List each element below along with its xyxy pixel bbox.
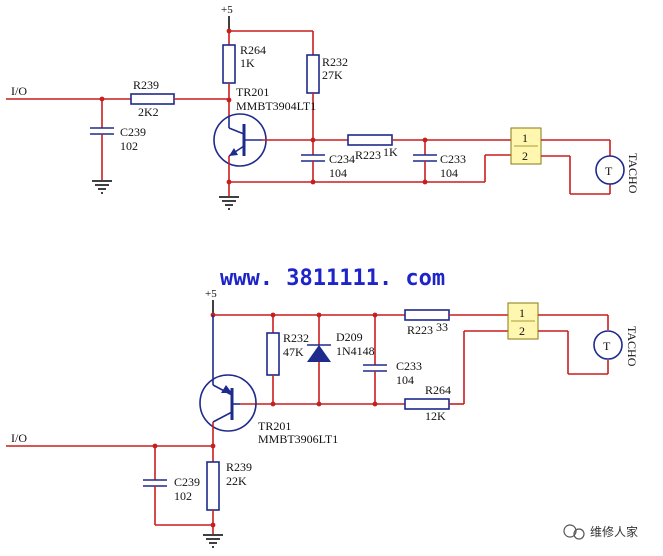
- chat-bubble-icon: [563, 524, 577, 538]
- top-c239-ref: C239: [120, 125, 146, 139]
- bot-d209-val: 1N4148: [336, 344, 375, 358]
- top-c239-val: 102: [120, 139, 138, 153]
- watermark-url: www. 3811111. com: [220, 266, 445, 291]
- bot-r239-resistor: [206, 461, 220, 511]
- bot-tr-part: MMBT3906LT1: [258, 432, 338, 446]
- bot-r232-ref: R232: [283, 331, 309, 345]
- bot-r264-val: 12K: [425, 409, 446, 423]
- bot-conn-pin1: 1: [519, 306, 525, 320]
- top-c233-ref: C233: [440, 152, 466, 166]
- top-c234-ref: C234: [329, 152, 355, 166]
- bot-vcc-label: +5: [205, 288, 217, 300]
- bot-tacho-symbol: T: [603, 339, 611, 353]
- bot-c239-ref: C239: [174, 475, 200, 489]
- bot-r239-val: 22K: [226, 474, 247, 488]
- bot-r223-ref: R223: [407, 323, 433, 337]
- top-r223-ref: R223: [355, 148, 381, 162]
- bot-c233-val: 104: [396, 373, 414, 387]
- top-ground-2: [219, 196, 239, 210]
- top-r239-val: 2K2: [138, 105, 159, 119]
- top-tacho-label: TACHO: [626, 153, 640, 194]
- top-r264-val: 1K: [240, 56, 255, 70]
- top-r232-val: 27K: [322, 68, 343, 82]
- bot-r264-ref: R264: [425, 383, 451, 397]
- bot-r232-resistor: [266, 332, 280, 376]
- top-r264-ref: R264: [240, 43, 266, 57]
- top-io-label: I/O: [11, 84, 27, 98]
- top-r232-resistor: [306, 54, 320, 94]
- top-r239-ref: R239: [133, 78, 159, 92]
- brand-logo: 维修人家: [563, 524, 638, 540]
- bot-tacho-label: TACHO: [625, 326, 639, 367]
- top-tr-ref: TR201: [236, 85, 269, 99]
- bot-tacho-sensor: [593, 330, 623, 360]
- bot-r264-resistor: [404, 398, 450, 410]
- bot-gnd-node: [210, 522, 216, 528]
- bot-c239-val: 102: [174, 489, 192, 503]
- bot-r223-resistor: [404, 309, 450, 321]
- top-gnd-node-2: [422, 179, 428, 185]
- bottom-circuit: +5 R223 33 R232 47K D209 1N4148 C233 104: [6, 288, 639, 548]
- bot-ground: [203, 534, 223, 548]
- top-c233-val: 104: [440, 166, 458, 180]
- top-r223-resistor: [347, 134, 393, 146]
- top-r239-resistor: [130, 93, 175, 105]
- top-r223-val: 1K: [383, 145, 398, 159]
- top-tacho-symbol: T: [605, 164, 613, 178]
- top-ground-1: [92, 180, 112, 194]
- bot-d209-ref: D209: [336, 330, 363, 344]
- top-transistor: [213, 113, 267, 167]
- bot-base-node: [210, 443, 216, 449]
- bot-io-label: I/O: [11, 431, 27, 445]
- brand-name: 维修人家: [590, 524, 638, 539]
- bot-conn-pin2: 2: [519, 324, 525, 338]
- bot-node-c: [372, 401, 378, 407]
- bot-transistor: [199, 315, 257, 432]
- top-conn-pin2: 2: [522, 149, 528, 163]
- top-tr-part: MMBT3904LT1: [236, 99, 316, 113]
- bot-d209-diode: [307, 345, 331, 362]
- bot-r239-ref: R239: [226, 460, 252, 474]
- top-r264-resistor: [222, 44, 236, 84]
- top-vcc-label: +5: [221, 4, 233, 16]
- bot-tr-ref: TR201: [258, 419, 291, 433]
- top-circuit: +5 R264 1K R232 27K I/O R239 2K2 C239 10…: [6, 4, 640, 210]
- top-r232-ref: R232: [322, 55, 348, 69]
- top-gnd-node-1: [310, 179, 316, 185]
- bot-c233-ref: C233: [396, 359, 422, 373]
- bot-r223-val: 33: [436, 320, 448, 334]
- top-tacho-sensor: [595, 155, 625, 185]
- bot-node-a: [270, 401, 276, 407]
- bot-node-b: [316, 401, 322, 407]
- bot-r232-val: 47K: [283, 345, 304, 359]
- top-c234-val: 104: [329, 166, 347, 180]
- top-conn-pin1: 1: [522, 131, 528, 145]
